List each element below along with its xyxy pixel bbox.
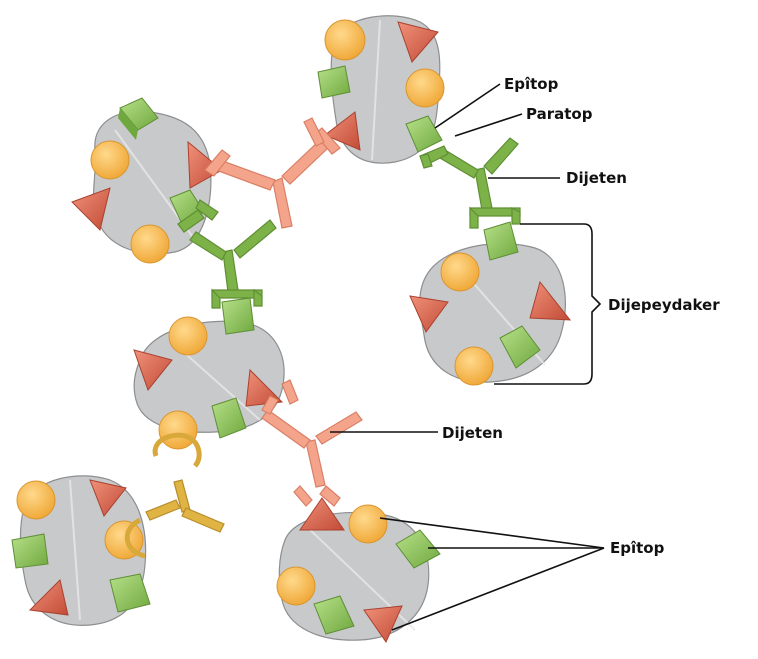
antigen-cell-5 bbox=[11, 475, 151, 626]
epitope-red-cone bbox=[133, 349, 173, 392]
epitope-orange-sphere bbox=[276, 566, 316, 606]
epitope-orange-sphere bbox=[454, 346, 494, 386]
epitope-green-cube bbox=[11, 533, 49, 569]
epitope-red-cone bbox=[363, 605, 403, 644]
epitope-red-cone bbox=[187, 140, 223, 189]
epitope-green-cube bbox=[221, 297, 255, 335]
epitope-green-cube bbox=[395, 529, 441, 569]
antigen-cell-2 bbox=[317, 15, 445, 164]
epitope-green-cube bbox=[119, 97, 159, 131]
epitope-red-cone bbox=[71, 187, 111, 231]
epitope-orange-sphere bbox=[168, 316, 208, 356]
label-antibody-middle: Dijeten bbox=[442, 424, 503, 442]
epitope-orange-sphere bbox=[130, 224, 170, 264]
label-antigens: Dijepeydaker bbox=[608, 296, 720, 314]
label-paratope: Paratop bbox=[526, 105, 593, 123]
antigen-cell-1 bbox=[71, 97, 223, 264]
epitope-red-cone bbox=[28, 579, 69, 616]
epitope-green-cube bbox=[211, 397, 247, 439]
antigen-cell-4 bbox=[133, 297, 285, 450]
epitope-red-cone bbox=[409, 295, 449, 333]
epitope-red-cone bbox=[529, 280, 572, 321]
epitope-green-cube bbox=[405, 115, 443, 153]
epitope-orange-sphere bbox=[348, 504, 388, 544]
epitope-green-cube bbox=[317, 65, 351, 99]
epitope-orange-sphere bbox=[324, 19, 366, 61]
epitope-green-cube bbox=[313, 595, 355, 635]
epitope-orange-sphere bbox=[90, 140, 130, 180]
label-epitope-top: Epîtop bbox=[504, 75, 559, 93]
antibody-green-left bbox=[177, 199, 277, 309]
epitope-red-cone bbox=[89, 479, 127, 517]
epitope-red-cone bbox=[299, 497, 345, 531]
epitope-red-cone bbox=[397, 21, 439, 63]
epitope-red-cone bbox=[324, 111, 361, 151]
antibody-salmon-middle bbox=[261, 379, 363, 507]
antigen-cell-6 bbox=[276, 497, 441, 644]
epitope-orange-sphere bbox=[16, 480, 56, 520]
epitope-green-cube bbox=[109, 573, 151, 613]
label-antibody-top: Dijeten bbox=[566, 169, 627, 187]
epitope-green-cube bbox=[499, 325, 541, 369]
epitope-orange-sphere bbox=[158, 410, 198, 450]
antibody-yellow bbox=[124, 432, 225, 559]
antibody-green-top bbox=[419, 137, 521, 229]
label-epitope-bottom: Epîtop bbox=[610, 539, 665, 557]
epitope-green-cube bbox=[483, 221, 519, 261]
epitope-orange-sphere bbox=[405, 68, 445, 108]
antibody-salmon-top bbox=[204, 117, 341, 229]
epitope-orange-sphere bbox=[440, 252, 480, 292]
antigen-cell-3 bbox=[409, 221, 572, 386]
leader-lines bbox=[330, 83, 605, 631]
